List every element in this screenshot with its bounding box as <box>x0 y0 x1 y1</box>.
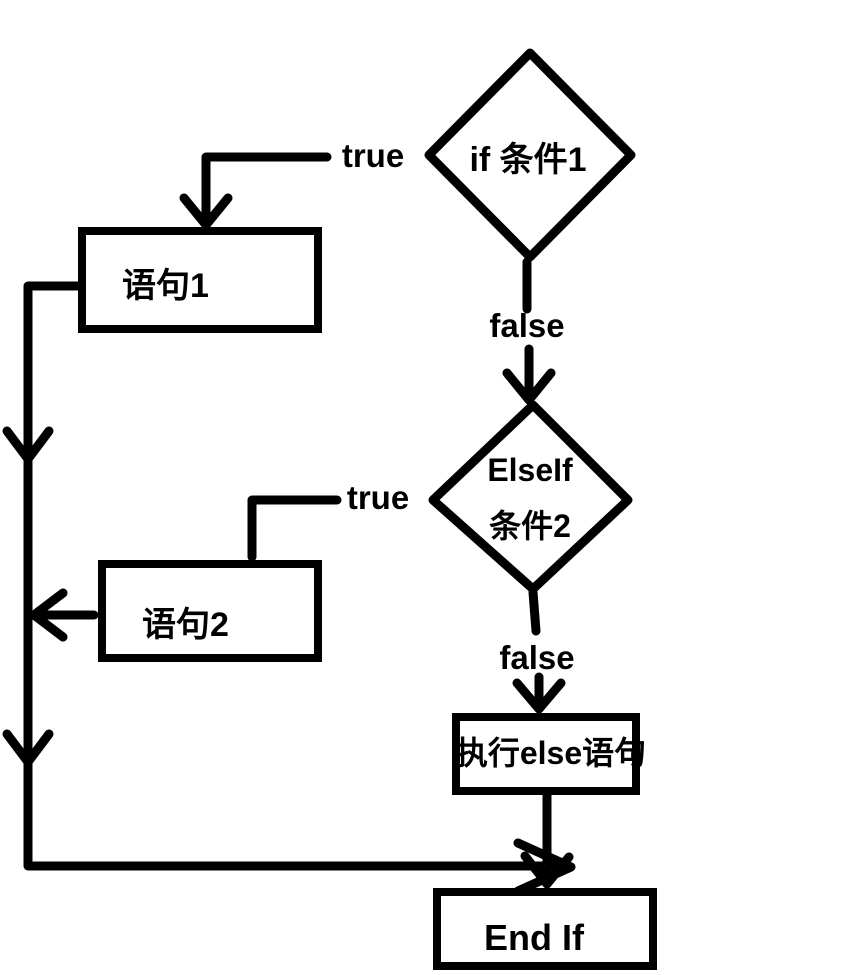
edge-if-true-line <box>201 152 332 222</box>
else-statement-box: 执行else语句 <box>452 713 646 795</box>
elseif-true-edge-label: true <box>346 479 410 516</box>
end-if-label: End If <box>484 917 584 959</box>
statement2-label: 语句2 <box>142 606 229 645</box>
edge-elseif-true-line <box>247 495 342 562</box>
if-condition-label: if 条件1 <box>469 140 587 179</box>
merge-rail-arrowhead-right-icon <box>513 838 576 896</box>
statement1-box: 语句1 <box>78 227 322 333</box>
edge-if-false-arrowhead-icon <box>502 368 556 405</box>
merge-rail-line <box>23 281 561 871</box>
edge-elseif-false-arrowhead-icon <box>512 678 566 714</box>
statement1-label: 语句1 <box>122 267 209 306</box>
end-if-box: End If <box>433 888 657 970</box>
elseif-condition-diamond <box>428 400 633 594</box>
if-false-edge-label: false <box>489 307 565 344</box>
merge-rail-arrowhead-1-icon <box>2 426 54 464</box>
elseif-condition-label-line1: ElseIf <box>487 452 573 488</box>
elseif-false-edge-label: false <box>499 639 575 676</box>
else-statement-label: 执行else语句 <box>455 735 647 772</box>
edge-statement2-arrowhead-icon <box>29 588 68 642</box>
if-condition-diamond <box>424 48 636 262</box>
edge-if-true-arrowhead-icon <box>179 193 233 230</box>
elseif-condition-label-line2: 条件2 <box>489 507 571 544</box>
edge-elseif-false-segment1 <box>528 587 541 636</box>
edge-else-to-endif-arrowhead-icon <box>520 851 574 889</box>
merge-rail-arrowhead-2-icon <box>2 729 54 767</box>
statement2-box: 语句2 <box>98 560 322 662</box>
if-true-edge-label: true <box>341 137 405 174</box>
elseif-condition-label: ElseIf 条件2 <box>430 444 630 550</box>
